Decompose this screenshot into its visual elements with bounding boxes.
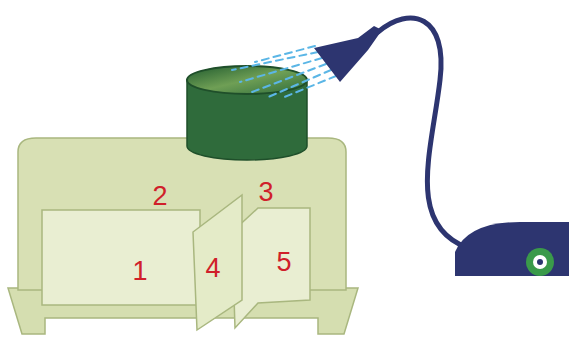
callout-number: 4 bbox=[205, 253, 220, 283]
hose bbox=[378, 18, 468, 248]
callout-number: 5 bbox=[276, 249, 291, 276]
panel bbox=[42, 210, 200, 305]
callout-number: 1 bbox=[132, 256, 147, 286]
panel bbox=[232, 208, 310, 328]
callout-number: 4 bbox=[205, 255, 220, 282]
reel-wheel bbox=[526, 248, 554, 276]
callout-number: 3 bbox=[258, 177, 273, 207]
callout-number: 1 bbox=[132, 258, 147, 285]
callout-number: 3 bbox=[258, 179, 273, 206]
reel-hub bbox=[533, 255, 547, 269]
reel-axle bbox=[537, 259, 543, 265]
hose-reel bbox=[455, 222, 569, 276]
callout-number: 2 bbox=[152, 183, 167, 210]
callout-number: 5 bbox=[276, 247, 291, 277]
panel bbox=[193, 195, 242, 330]
callout-number: 2 bbox=[152, 181, 167, 211]
spray-nozzle bbox=[314, 26, 382, 82]
